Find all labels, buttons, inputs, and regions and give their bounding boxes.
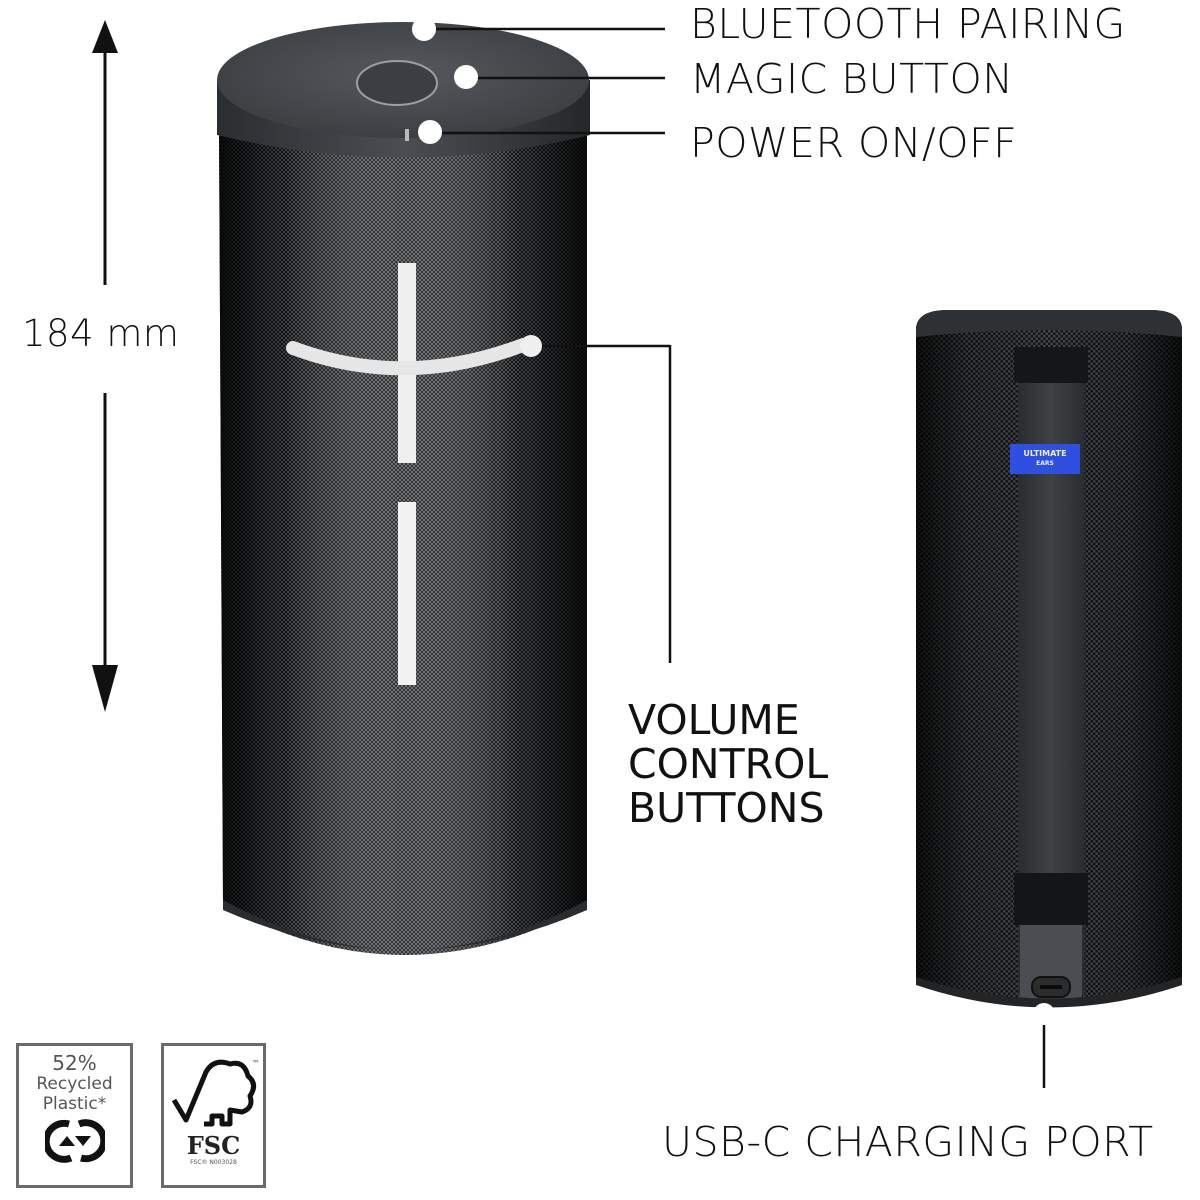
height-label: 184 mm xyxy=(22,312,180,355)
recycled-line-2: Plastic* xyxy=(42,1094,107,1114)
back-speaker xyxy=(908,305,1190,1030)
ue-badge-line-1: ULTIMATE xyxy=(1023,449,1067,458)
fsc-tm: ™ xyxy=(252,1059,260,1068)
bluetooth-pairing-label: BLUETOOTH PAIRING xyxy=(690,0,1126,48)
dimension-arrow-icon xyxy=(92,20,118,712)
speaker-back-illustration xyxy=(916,310,1182,1008)
recycled-percent: 52% xyxy=(52,1051,97,1075)
power-label: POWER ON/OFF xyxy=(690,119,1018,167)
volume-dot xyxy=(520,335,542,357)
volume-label-line-1: VOLUME xyxy=(628,696,800,744)
magic-button-label: MAGIC BUTTON xyxy=(690,55,1014,103)
fsc-logo-text: FSC xyxy=(186,1131,241,1160)
power-dot xyxy=(418,120,442,144)
height-dimension xyxy=(80,15,130,715)
bluetooth-pairing-dot xyxy=(412,17,436,41)
usb-c-dot xyxy=(1033,1003,1055,1025)
ue-badge-line-2: EARS xyxy=(1036,460,1054,467)
usb-c-label: USB-C CHARGING PORT xyxy=(662,1118,1154,1166)
front-speaker xyxy=(205,5,600,980)
fsc-code: FSC® N003028 xyxy=(190,1159,237,1166)
speaker-front-illustration xyxy=(217,22,590,955)
recycled-line-1: Recycled xyxy=(36,1074,113,1094)
volume-label-line-2: CONTROL xyxy=(628,740,829,788)
volume-control-label: VOLUME CONTROL BUTTONS xyxy=(628,698,828,830)
ultimate-ears-badge: ULTIMATE EARS xyxy=(1010,444,1080,474)
magic-button-dot xyxy=(454,65,478,89)
recycled-plastic-badge: 52% Recycled Plastic* xyxy=(16,1043,133,1188)
volume-label-line-3: BUTTONS xyxy=(628,784,825,832)
recycle-icon xyxy=(44,1119,105,1163)
fsc-tree-check-icon: ™ xyxy=(171,1059,260,1127)
fsc-badge: ™ FSC FSC® N003028 xyxy=(161,1043,266,1188)
